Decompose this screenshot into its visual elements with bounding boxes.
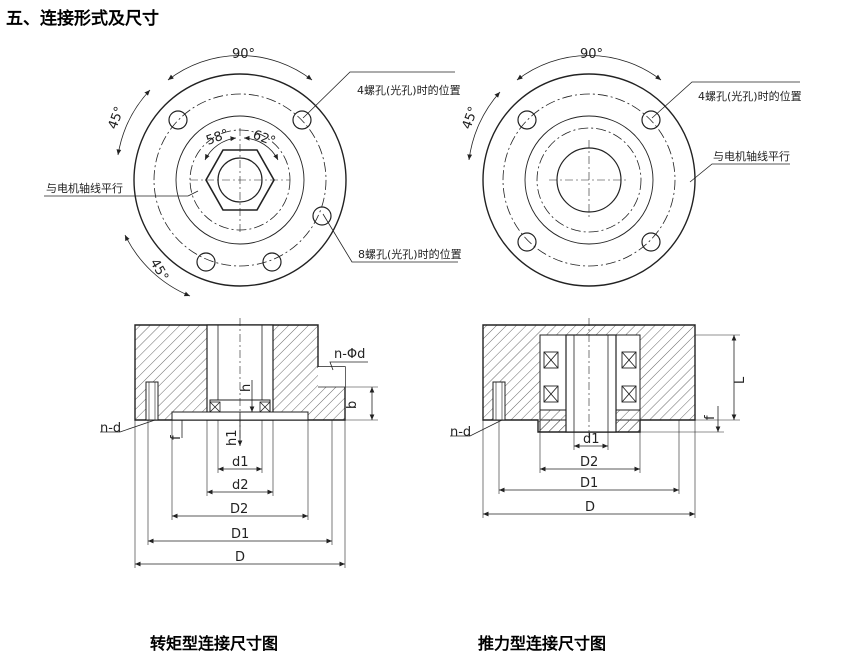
top-left-view <box>44 55 458 297</box>
label-D2-right: D2 <box>580 455 598 470</box>
angle-58-label: 58° <box>204 127 231 149</box>
note-4-holes-left: 4螺孔(光孔)时的位置 <box>357 83 461 97</box>
label-h: h <box>239 384 254 392</box>
angle-90-label: 90° <box>232 47 255 62</box>
angle-45-bottom-label: 45° <box>147 257 172 284</box>
label-f-right: f <box>703 415 718 420</box>
angle-45-top-label: 45° <box>106 105 128 132</box>
label-D1-right: D1 <box>580 476 598 491</box>
bottom-left-section <box>100 318 378 568</box>
top-right-view <box>467 55 800 287</box>
note-parallel-right: 与电机轴线平行 <box>713 149 790 163</box>
label-D-right: D <box>585 500 595 515</box>
label-b: b <box>345 401 360 409</box>
bottom-right-section <box>450 318 740 518</box>
caption-thrust-type: 推力型连接尺寸图 <box>478 634 607 653</box>
label-n-d-right: n-d <box>450 425 471 440</box>
note-4-holes-right: 4螺孔(光孔)时的位置 <box>698 89 802 103</box>
angle-62-label: 62° <box>251 128 278 150</box>
note-parallel-left: 与电机轴线平行 <box>46 181 123 195</box>
label-n-phi-d: n-Φd <box>334 347 365 362</box>
label-L: L <box>733 376 748 384</box>
angle-45-label-right: 45° <box>460 105 482 132</box>
label-D1-left: D1 <box>231 527 249 542</box>
caption-torque-type: 转矩型连接尺寸图 <box>150 634 279 653</box>
label-D-left: D <box>235 550 245 565</box>
label-f-left: f <box>169 435 184 440</box>
label-d2-left: d2 <box>232 478 249 493</box>
label-n-d-left: n-d <box>100 421 121 436</box>
section-title: 五、连接形式及尺寸 <box>6 9 159 29</box>
label-h1: h1 <box>225 429 240 446</box>
label-D2-left: D2 <box>230 502 248 517</box>
label-d1-left: d1 <box>232 455 249 470</box>
angle-90-label-right: 90° <box>580 47 603 62</box>
label-d1-right: d1 <box>583 432 600 447</box>
note-8-holes-left: 8螺孔(光孔)时的位置 <box>358 247 462 261</box>
